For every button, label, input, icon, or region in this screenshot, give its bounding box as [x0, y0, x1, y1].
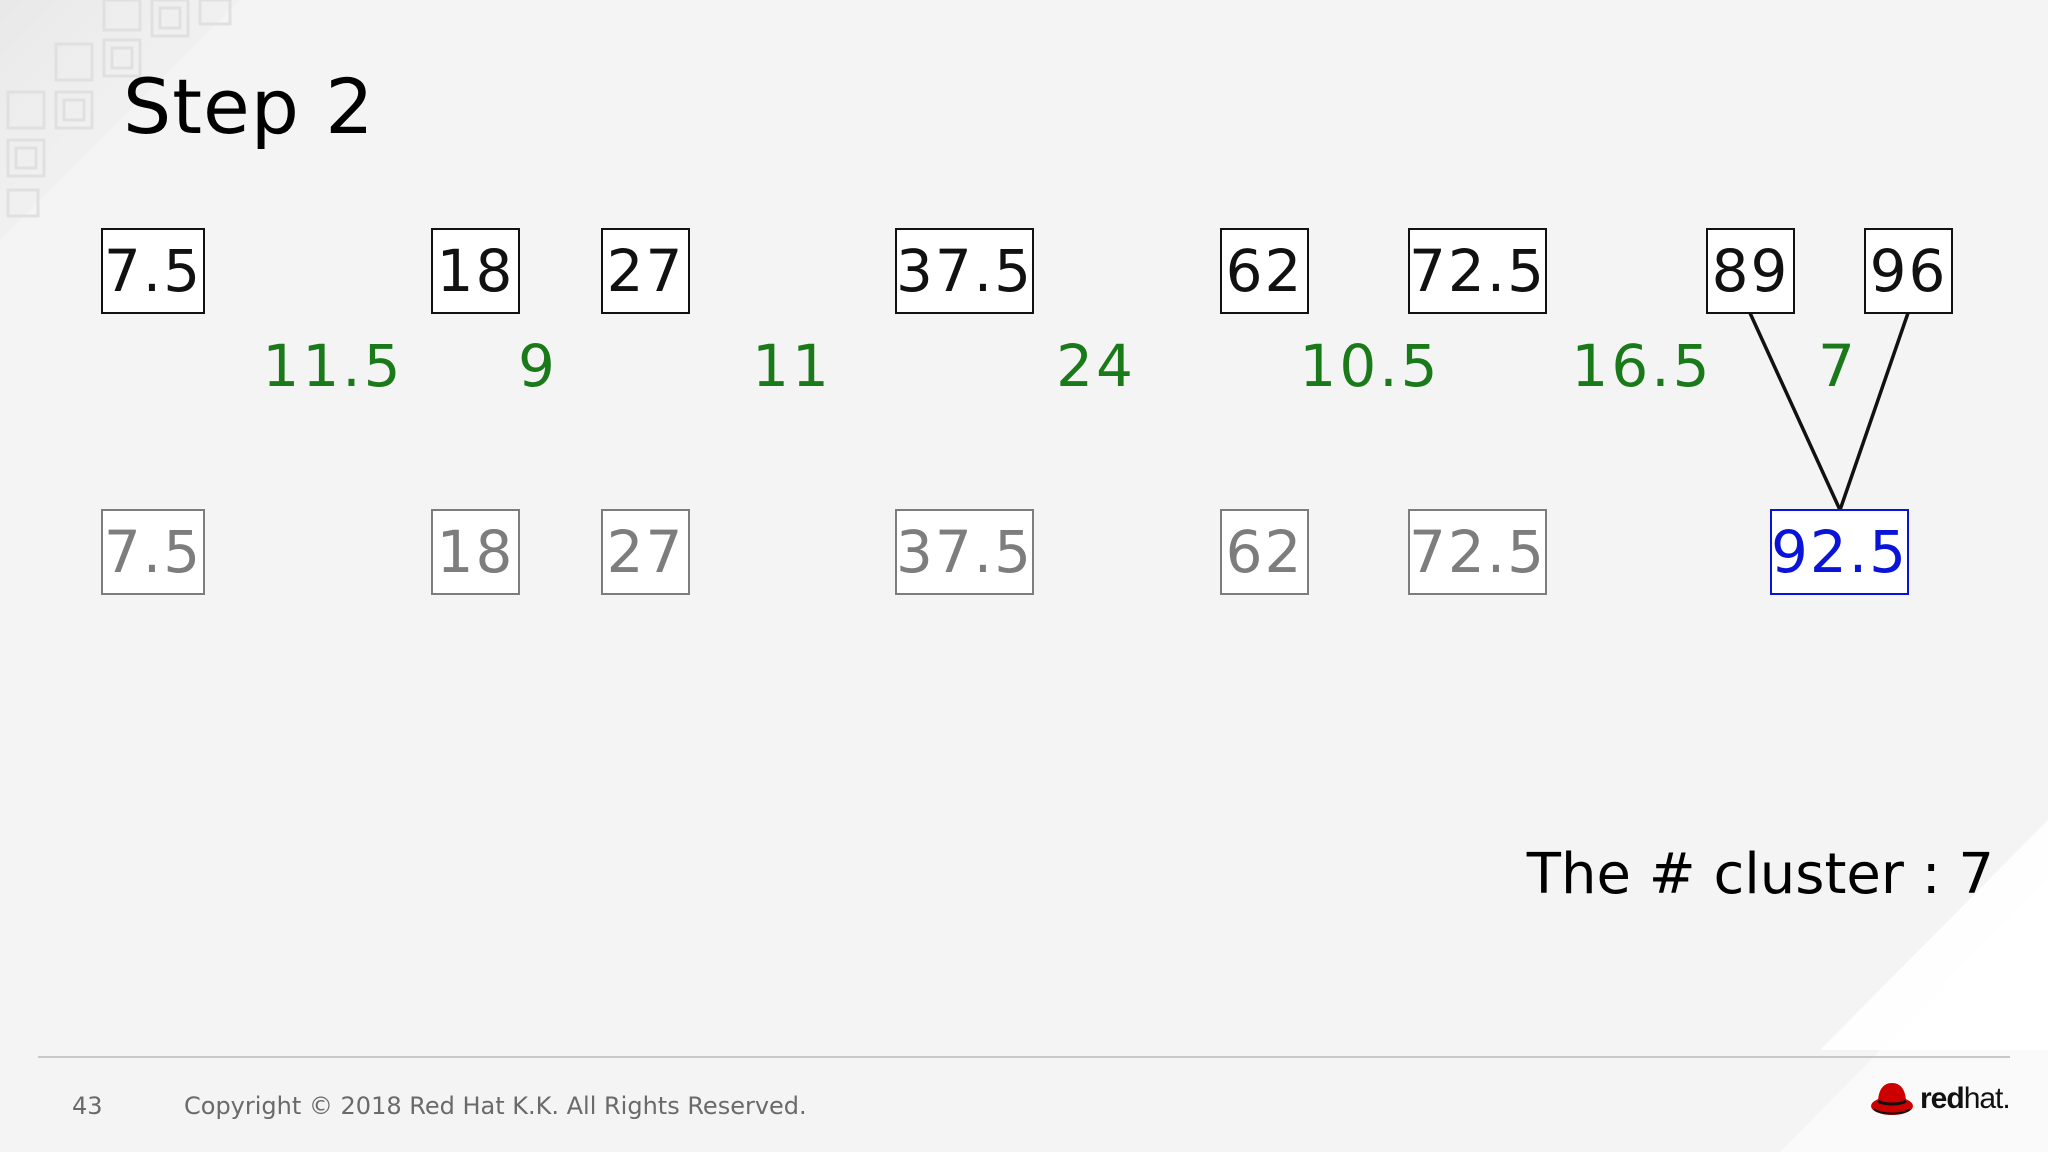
top-cluster-box: 62: [1220, 228, 1309, 314]
merged-cluster-box: 92.5: [1770, 509, 1909, 595]
distance-label: 11: [752, 332, 832, 400]
footer-divider: [38, 1056, 2010, 1058]
previous-cluster-box: 7.5: [101, 509, 205, 595]
previous-cluster-box: 62: [1220, 509, 1309, 595]
cluster-count-label: The # cluster : 7: [1526, 842, 1994, 907]
distance-label: 9: [518, 332, 558, 400]
shadowman-logo-icon: [1871, 1083, 1913, 1115]
distance-label: 24: [1056, 332, 1136, 400]
copyright-notice: Copyright © 2018 Red Hat K.K. All Rights…: [184, 1092, 807, 1120]
previous-cluster-box: 72.5: [1408, 509, 1547, 595]
previous-cluster-box: 18: [431, 509, 520, 595]
top-cluster-box: 18: [431, 228, 520, 314]
top-cluster-box: 7.5: [101, 228, 205, 314]
top-cluster-box: 89: [1706, 228, 1795, 314]
slide-title: Step 2: [123, 62, 375, 151]
top-cluster-box: 37.5: [895, 228, 1034, 314]
distance-label: 11.5: [262, 332, 404, 400]
distance-label: 7: [1818, 332, 1858, 400]
redhat-wordmark: redhat.: [1920, 1082, 2011, 1115]
top-cluster-box: 96: [1864, 228, 1953, 314]
corner-pattern-decoration: [0, 0, 240, 240]
previous-cluster-box: 37.5: [895, 509, 1034, 595]
previous-cluster-box: 27: [601, 509, 690, 595]
redhat-logo: redhat.: [1870, 1074, 2020, 1124]
distance-label: 16.5: [1571, 332, 1713, 400]
top-cluster-box: 72.5: [1408, 228, 1547, 314]
distance-label: 10.5: [1299, 332, 1441, 400]
page-number: 43: [72, 1092, 103, 1120]
top-cluster-box: 27: [601, 228, 690, 314]
